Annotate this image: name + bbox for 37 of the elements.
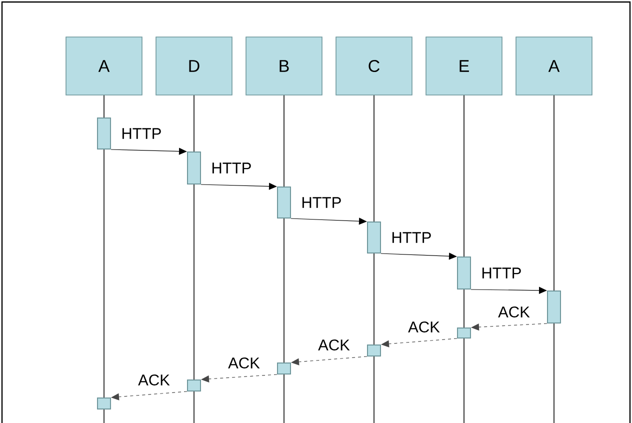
participant-box: E — [426, 36, 502, 96]
activation-bar — [367, 344, 381, 356]
participant-box: C — [336, 36, 412, 96]
activation-bar — [187, 380, 201, 392]
arrow — [471, 323, 548, 331]
activation-bar — [97, 118, 111, 150]
arrow — [380, 252, 457, 260]
activation-bar — [277, 362, 291, 374]
edge-label: HTTP — [302, 197, 341, 208]
activation-bar — [187, 152, 201, 184]
edge-label: ACK — [138, 374, 170, 386]
participant-box: D — [156, 36, 232, 96]
arrow — [111, 391, 188, 400]
edge-label: HTTP — [122, 128, 161, 139]
arrow — [470, 286, 547, 294]
arrow — [110, 148, 187, 155]
participant-box: A — [516, 36, 592, 96]
edge-label: ACK — [318, 340, 350, 350]
edge-label: ACK — [498, 306, 530, 318]
activation-bar — [277, 186, 291, 218]
edge-label: HTTP — [392, 232, 431, 243]
edge-label: ACK — [228, 358, 260, 368]
participant-box: A — [66, 36, 142, 96]
arrow — [291, 356, 368, 366]
arrow — [381, 338, 458, 348]
edge-label: ACK — [408, 322, 440, 332]
edge-label: HTTP — [482, 268, 521, 278]
activation-bar — [457, 256, 471, 290]
edge-label: HTTP — [212, 162, 251, 174]
arrow — [201, 374, 278, 383]
activation-bar — [97, 398, 111, 410]
participant-box: B — [246, 36, 322, 96]
arrow — [290, 218, 367, 225]
activation-bar — [547, 290, 561, 324]
activation-bar — [367, 222, 381, 254]
activation-bar — [457, 328, 471, 338]
arrow — [200, 182, 277, 190]
